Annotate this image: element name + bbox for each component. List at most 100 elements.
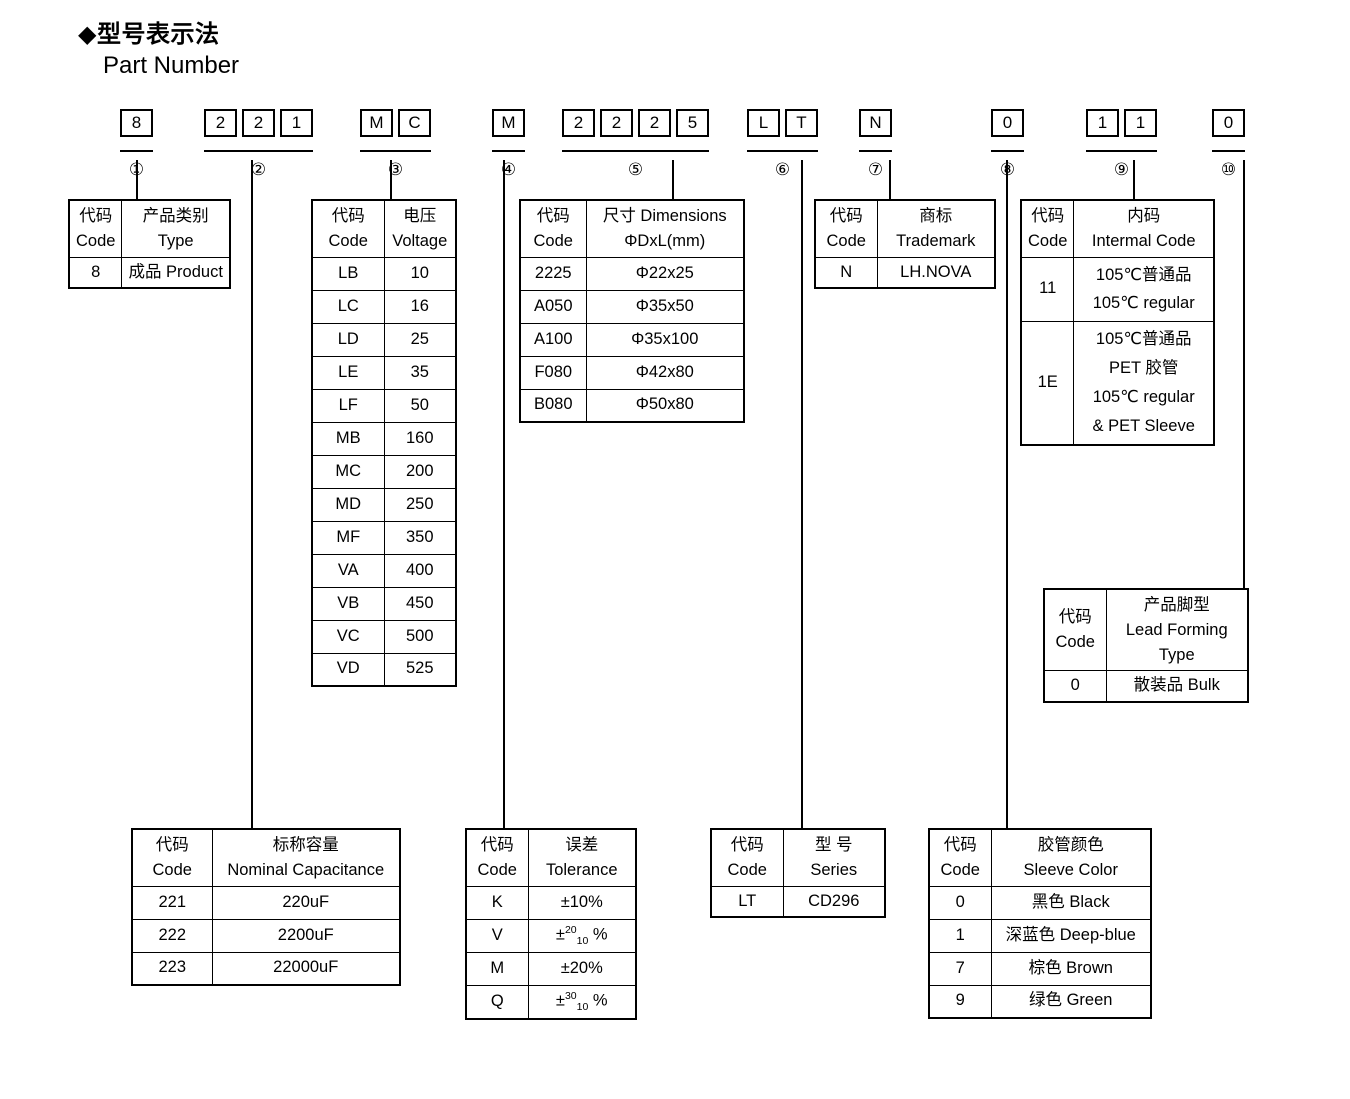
- code-box: 1: [1124, 109, 1157, 137]
- cell-header-code: 代码 Code: [1020, 199, 1075, 258]
- cell-value: LH.NOVA: [876, 256, 996, 289]
- cell-code: LB: [311, 256, 385, 291]
- cell-value: 400: [383, 553, 457, 588]
- table-row: 8 成品 Product: [68, 256, 231, 289]
- segment-marker-6: ⑥: [774, 160, 791, 179]
- segment-marker-8: ⑧: [999, 160, 1016, 179]
- table-lead-forming: 代码 Code 产品脚型 Lead Forming Type 0 散装品 Bul…: [1043, 588, 1249, 704]
- cell-value: 10: [383, 256, 457, 291]
- cell-value: 绿色 Green: [990, 984, 1152, 1019]
- code-box: 2: [600, 109, 633, 137]
- cell-value: 16: [383, 289, 457, 324]
- cell-value: Φ42x80: [585, 355, 745, 390]
- code-box: 0: [1212, 109, 1245, 137]
- tolerance-sup: 30: [564, 989, 577, 1002]
- connector-line-3: [390, 160, 392, 199]
- connector-line-9: [1133, 160, 1135, 199]
- table-row: 代码 Code 型 号 Series: [710, 828, 886, 887]
- cell-code: LC: [311, 289, 385, 324]
- cell-code: 8: [68, 256, 123, 289]
- code-box: 2: [204, 109, 237, 137]
- cell-header-value: 尺寸 Dimensions ΦDxL(mm): [585, 199, 745, 258]
- table-row: 代码 Code 标称容量 Nominal Capacitance: [131, 828, 401, 887]
- segment-marker-9: ⑨: [1113, 160, 1130, 179]
- segment-marker-3: ③: [387, 160, 404, 179]
- cell-value: 220uF: [211, 885, 401, 920]
- segment-underline: [492, 150, 525, 152]
- cell-code: A050: [519, 289, 587, 324]
- cell-value: ±10%: [527, 885, 637, 920]
- cell-value: 黑色 Black: [990, 885, 1152, 920]
- segment-underline: [360, 150, 431, 152]
- segment-underline: [562, 150, 709, 152]
- segment-underline: [1212, 150, 1245, 152]
- code-box: 2: [562, 109, 595, 137]
- cell-header-code: 代码 Code: [465, 828, 529, 887]
- cell-header-code: 代码 Code: [311, 199, 385, 258]
- page-title-cn: ◆型号表示法: [78, 21, 220, 48]
- table-row: 代码 Code 误差 Tolerance: [465, 828, 637, 887]
- cell-value: 2200uF: [211, 918, 401, 953]
- table-row: 代码 Code 商标 Trademark: [814, 199, 996, 258]
- cell-value: Φ35x50: [585, 289, 745, 324]
- cell-code: LF: [311, 388, 385, 423]
- segment-underline: [120, 150, 153, 152]
- table-row: 代码 Code 胶管颜色 Sleeve Color: [928, 828, 1152, 887]
- cell-code: 222: [131, 918, 213, 953]
- cell-header-value: 标称容量 Nominal Capacitance: [211, 828, 401, 887]
- code-box: 1: [1086, 109, 1119, 137]
- cell-code: 221: [131, 885, 213, 920]
- cell-code: VA: [311, 553, 385, 588]
- tolerance-sub: 10: [576, 934, 589, 947]
- table-row: 代码 Code 电压 Voltage: [311, 199, 457, 258]
- cell-value: 350: [383, 520, 457, 555]
- cell-value: 棕色 Brown: [990, 951, 1152, 986]
- code-box: 0: [991, 109, 1024, 137]
- table-lead-forming-wrapper: 代码 Code 产品脚型 Lead Forming Type 0 散装品 Bul…: [1043, 588, 1249, 704]
- cell-header-code: 代码 Code: [928, 828, 992, 887]
- cell-value: ±2010 %: [527, 918, 637, 953]
- segment-marker-2: ②: [250, 160, 267, 179]
- cell-value: ±3010 %: [527, 984, 637, 1020]
- code-box: 1: [280, 109, 313, 137]
- connector-line-7: [889, 160, 891, 199]
- code-box: T: [785, 109, 818, 137]
- cell-value: 成品 Product: [121, 256, 231, 289]
- code-box: 5: [676, 109, 709, 137]
- code-box: L: [747, 109, 780, 137]
- table-series-wrapper: 代码 Code 型 号 Series LT CD296: [710, 828, 886, 919]
- table-trademark-wrapper: 代码 Code 商标 Trademark N LH.NOVA: [814, 199, 996, 290]
- table-row: 代码 Code 尺寸 Dimensions ΦDxL(mm): [519, 199, 745, 258]
- cell-value: 200: [383, 454, 457, 489]
- segment-marker-4: ④: [500, 160, 517, 179]
- cell-code: 0: [928, 885, 992, 920]
- cell-code: MC: [311, 454, 385, 489]
- cell-code: 2225: [519, 256, 587, 291]
- segment-marker-7: ⑦: [867, 160, 884, 179]
- tolerance-sub: 10: [576, 1000, 589, 1013]
- cell-code: MD: [311, 487, 385, 522]
- cell-value: 160: [383, 421, 457, 456]
- page-title-en: Part Number: [103, 52, 240, 79]
- connector-line-8: [1006, 160, 1008, 830]
- cell-code: VB: [311, 586, 385, 621]
- cell-value: Φ50x80: [585, 388, 745, 423]
